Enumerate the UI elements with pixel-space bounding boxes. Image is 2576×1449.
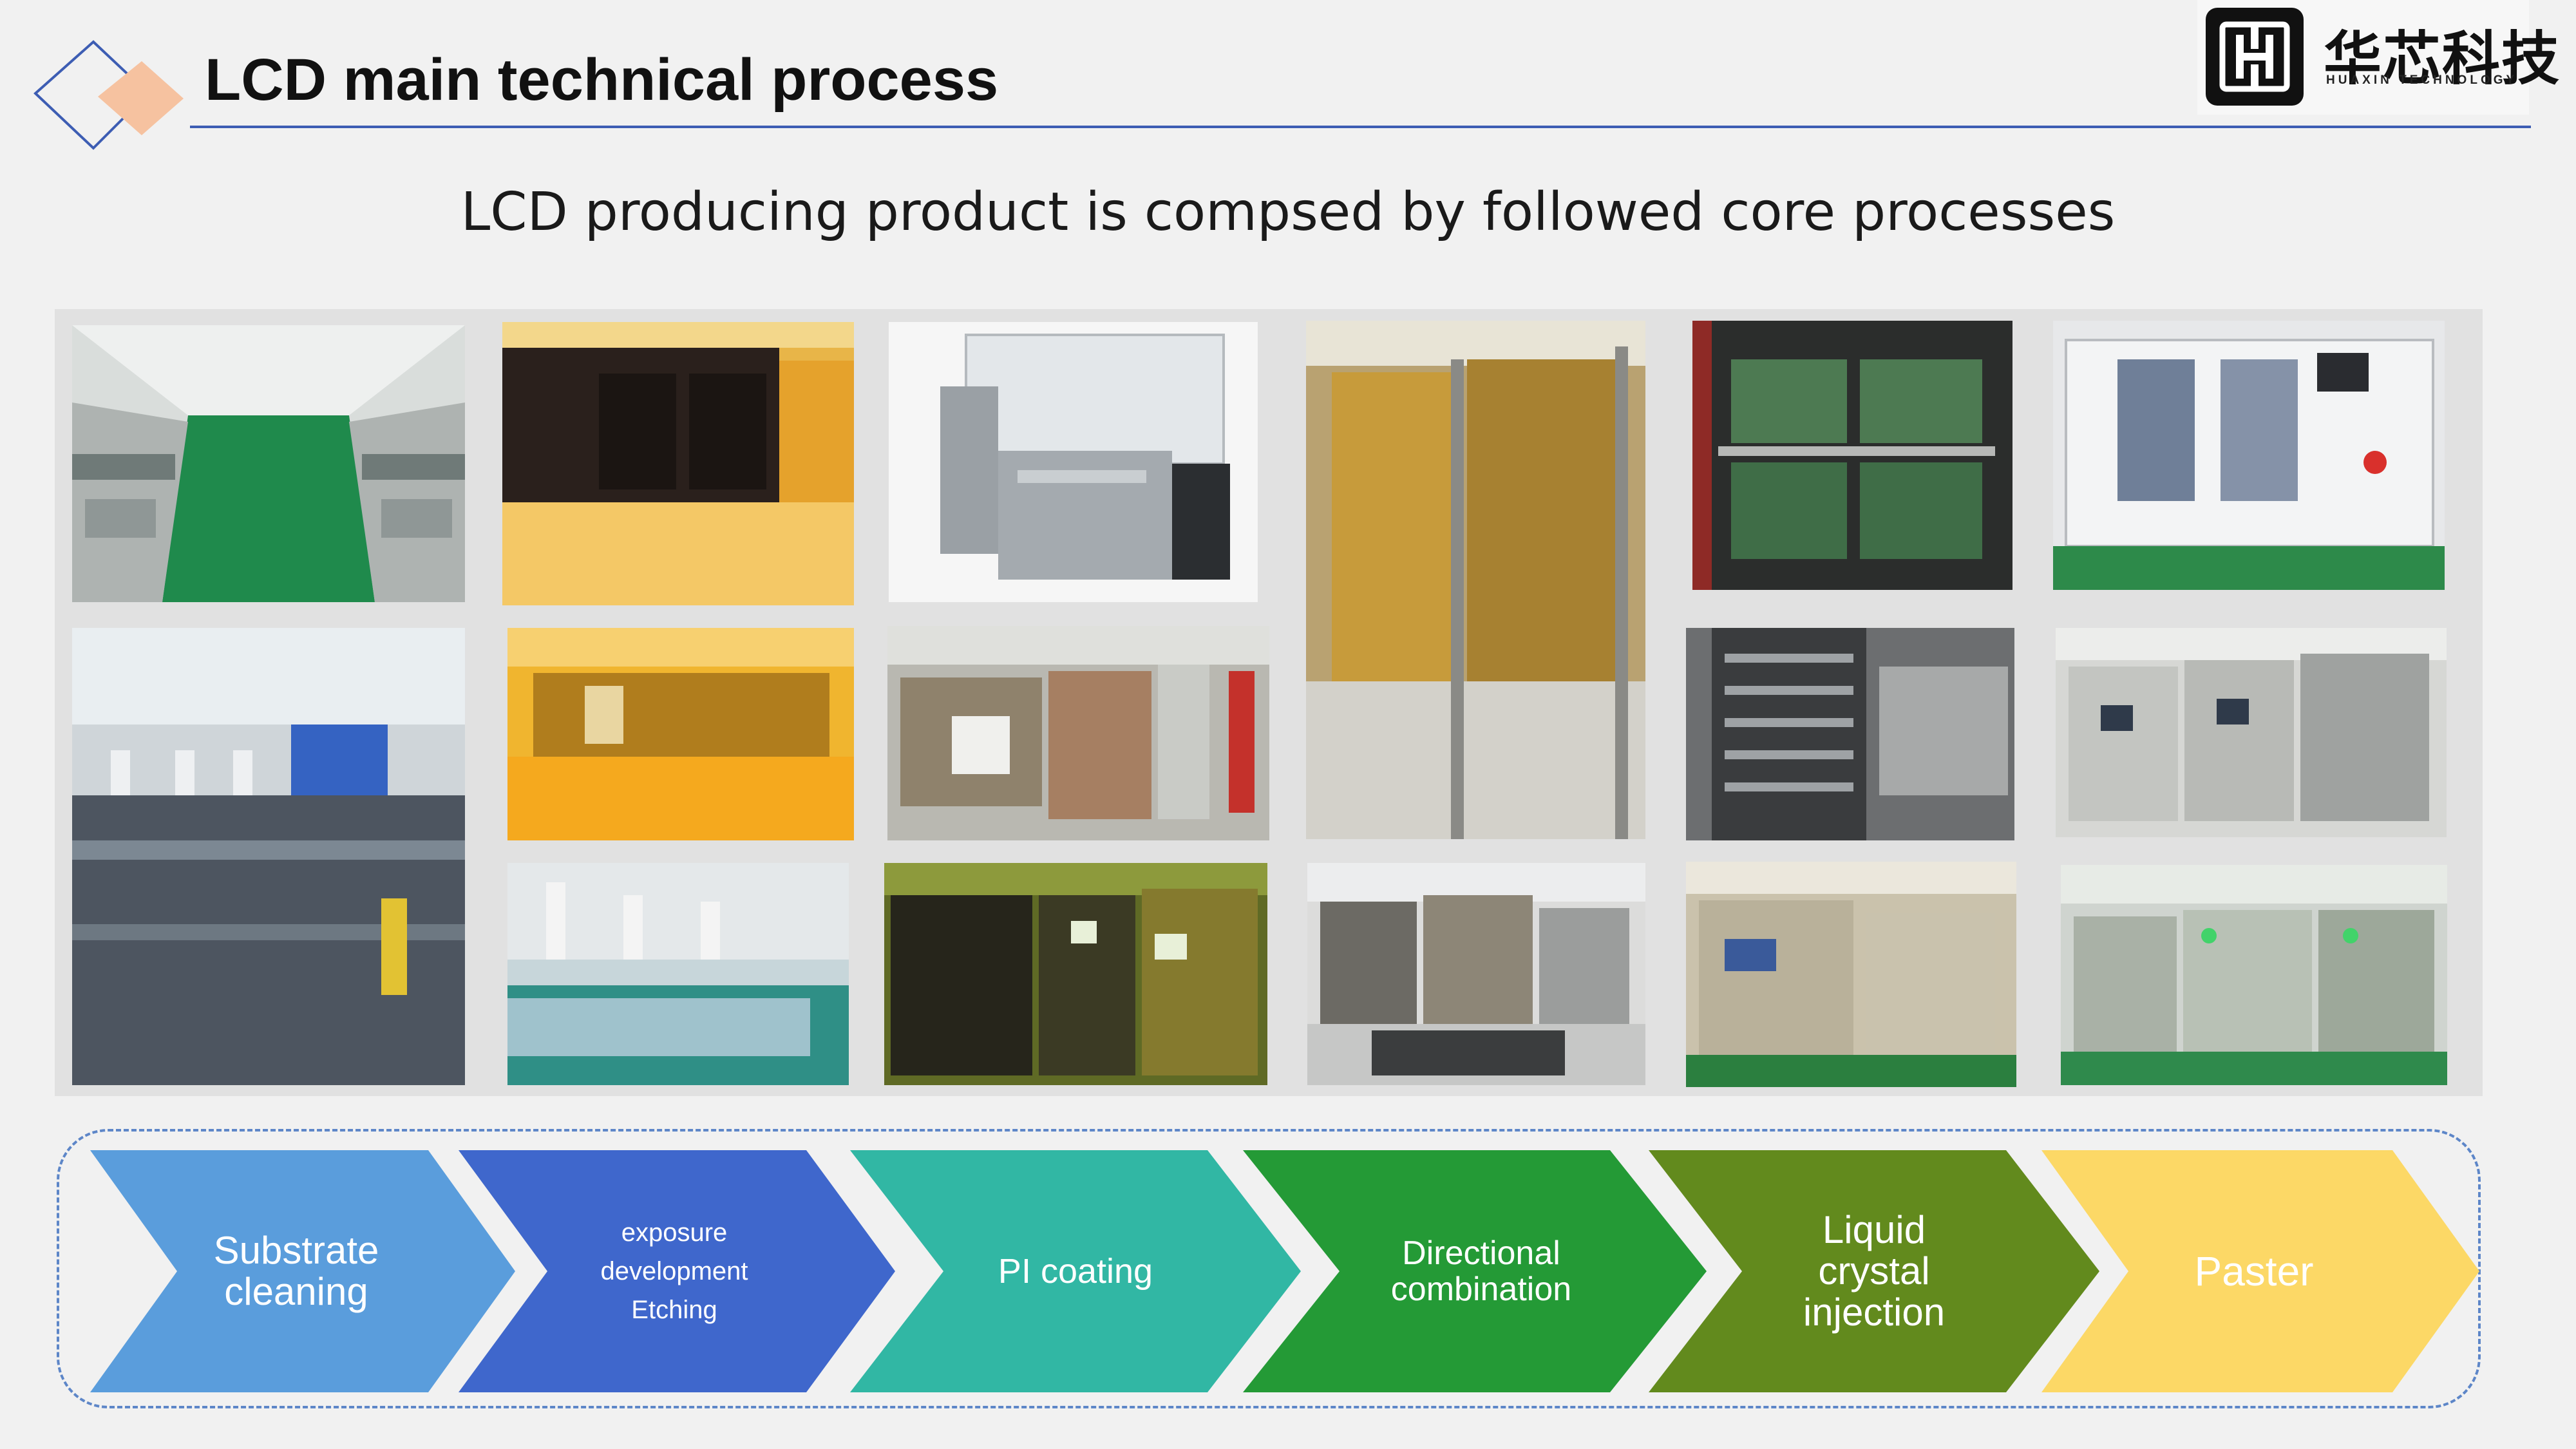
- photo-assembly-cabinets: [1307, 863, 1645, 1085]
- process-step-label: PI coating: [998, 1252, 1153, 1291]
- photo-automation-cells: [2056, 628, 2447, 837]
- chevron-fill: [459, 1150, 895, 1392]
- photo-tall-glass-enclosure: [1306, 321, 1645, 839]
- process-step-label: exposure development Etching: [600, 1218, 748, 1324]
- photo-injection-machines: [1686, 862, 2016, 1087]
- photo-etching-line: [507, 863, 849, 1085]
- logo-chinese-name: 华芯科技: [2324, 25, 2561, 93]
- logo-mark-icon: [2206, 8, 2304, 106]
- photo-final-assembly-line: [2061, 865, 2447, 1085]
- title-underline: [190, 126, 2531, 128]
- chevron-arrow-icon: [1243, 1150, 1707, 1392]
- page-title: LCD main technical process: [205, 47, 999, 113]
- title-decoration-icon: [33, 40, 184, 150]
- process-step-substrate-cleaning: Substrate cleaning: [90, 1150, 515, 1392]
- photo-roller-transport: [1686, 628, 2014, 840]
- photo-cleanroom-line: [72, 325, 465, 602]
- chevron-arrow-icon: [459, 1150, 895, 1392]
- process-step-paster: Paster: [2041, 1150, 2479, 1392]
- process-step-liquid-crystal-injection: Liquid crystal injection: [1649, 1150, 2099, 1392]
- process-step-directional-combination: Directional combination: [1243, 1150, 1707, 1392]
- process-step-label: Liquid crystal injection: [1803, 1208, 1946, 1334]
- photo-coating-machine: [889, 322, 1258, 602]
- chevron-arrow-icon: [2041, 1150, 2479, 1392]
- photo-yellow-room-cabinet: [502, 322, 854, 605]
- photo-paster-machine: [2053, 321, 2445, 590]
- logo-english-name: HUAXIN TECHNOLOGY: [2326, 73, 2518, 87]
- chevron-fill: [2041, 1150, 2479, 1392]
- chevron-arrow-icon: [90, 1150, 515, 1392]
- process-flow-frame: [57, 1129, 2481, 1408]
- chevron-arrow-icon: [1649, 1150, 2099, 1392]
- chevron-fill: [1243, 1150, 1707, 1392]
- chevron-fill: [90, 1150, 515, 1392]
- company-logo: 华芯科技 HUAXIN TECHNOLOGY: [2197, 0, 2559, 115]
- chevron-fill: [1649, 1150, 2099, 1392]
- chevron-fill: [850, 1150, 1301, 1392]
- page-subtitle: LCD producing product is compsed by foll…: [460, 182, 2116, 243]
- process-step-label: Paster: [2194, 1248, 2314, 1294]
- process-step-label: Directional combination: [1390, 1235, 1572, 1308]
- photo-exposure-equipment: [507, 628, 854, 840]
- process-step-label: Substrate cleaning: [213, 1229, 379, 1313]
- chevron-arrow-icon: [850, 1150, 1301, 1392]
- photo-green-light-machines: [884, 863, 1267, 1085]
- photo-cleaning-tanks: [72, 628, 465, 1085]
- process-step-pi-coating: PI coating: [850, 1150, 1301, 1392]
- photo-conveyor-rollers: [1692, 321, 2012, 590]
- photo-pi-coating-line: [887, 626, 1269, 840]
- process-step-exposure-development-etching: exposure development Etching: [459, 1150, 895, 1392]
